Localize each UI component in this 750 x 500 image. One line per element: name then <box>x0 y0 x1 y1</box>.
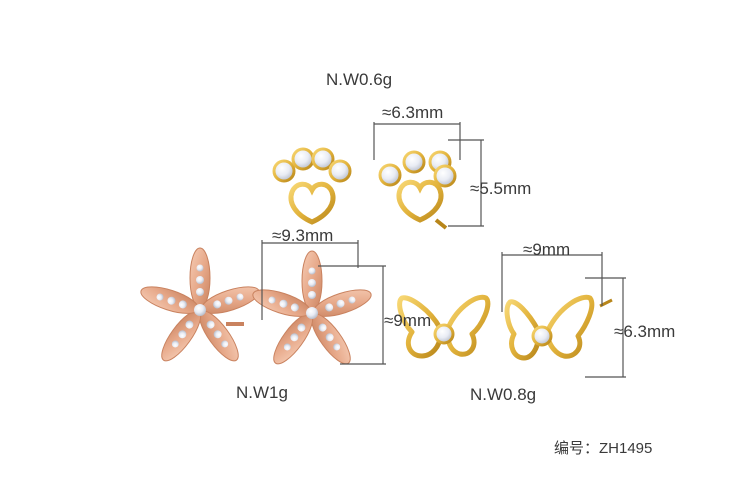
flower-weight-label: N.W1g <box>236 383 288 402</box>
butterfly-earring-left <box>397 294 491 359</box>
paw-weight-label: N.W0.6g <box>326 70 393 89</box>
paw-height-label: ≈5.5mm <box>470 179 532 198</box>
flower-dimension-lines <box>261 240 386 365</box>
paw-earring-left <box>272 147 352 225</box>
butterfly-earring-right <box>504 294 613 361</box>
butterfly-width-label: ≈9mm <box>523 240 571 259</box>
paw-dimension-lines <box>373 122 484 227</box>
paw-earring-right <box>378 150 457 230</box>
product-code: 编号：ZH1495 <box>554 440 653 457</box>
flower-earring-right <box>252 250 372 365</box>
butterfly-dimension-lines <box>501 252 626 378</box>
flower-width-label: ≈9.3mm <box>272 226 334 245</box>
butterfly-height-label: ≈6.3mm <box>614 322 676 341</box>
butterfly-weight-label: N.W0.8g <box>470 385 537 404</box>
flower-earring-left <box>140 247 260 362</box>
paw-width-label: ≈6.3mm <box>382 103 444 122</box>
flower-height-label: ≈9mm <box>384 311 432 330</box>
